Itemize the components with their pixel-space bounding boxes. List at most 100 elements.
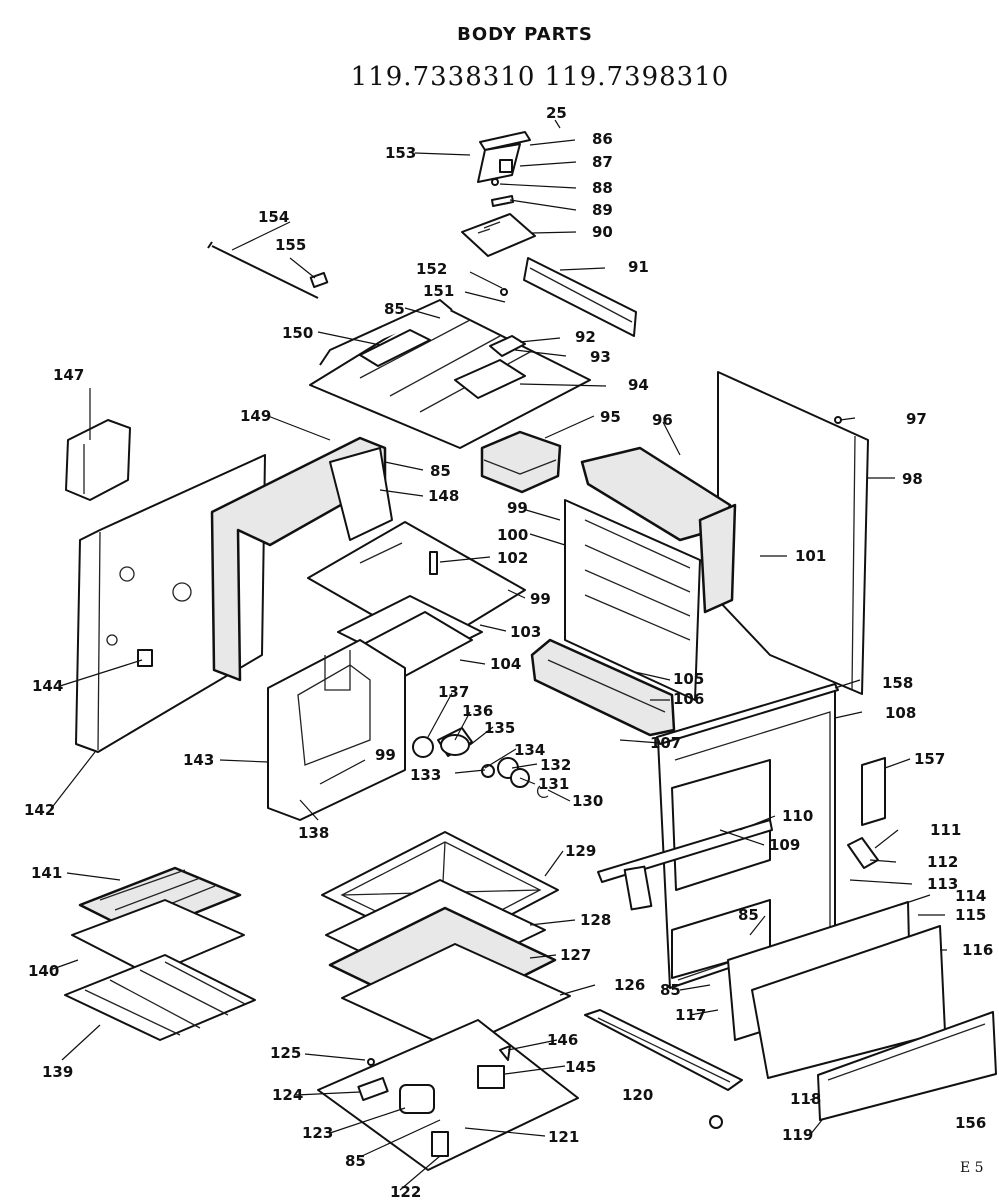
callout-90: 90 <box>592 223 613 241</box>
callout-155: 155 <box>275 236 306 254</box>
callout-87: 87 <box>592 153 613 171</box>
callout-138: 138 <box>298 824 329 842</box>
callout-114: 114 <box>955 887 986 905</box>
oven-door-frame <box>267 639 406 821</box>
callout-140: 140 <box>28 962 59 980</box>
callout-101: 101 <box>795 547 826 565</box>
callout-128: 128 <box>580 911 611 929</box>
callout-85-c: 85 <box>738 906 759 924</box>
callout-150: 150 <box>282 324 313 342</box>
callout-95: 95 <box>600 408 621 426</box>
callout-141: 141 <box>31 864 62 882</box>
control-knob-parts <box>412 727 549 799</box>
top-bracket-assembly <box>461 131 536 257</box>
callout-123: 123 <box>302 1124 333 1142</box>
callout-111: 111 <box>930 821 961 839</box>
callout-134: 134 <box>514 741 545 759</box>
page-mark: E 5 <box>960 1160 984 1176</box>
callout-126: 126 <box>614 976 645 994</box>
cooktop-panel <box>309 299 591 449</box>
callout-158: 158 <box>882 674 913 692</box>
callout-110: 110 <box>782 807 813 825</box>
upper-back-assembly <box>564 446 737 701</box>
heating-element-layers <box>325 879 571 1051</box>
model-numbers: 119.7338310 119.7398310 <box>351 62 730 92</box>
callout-118: 118 <box>790 1090 821 1108</box>
callout-124: 124 <box>272 1086 303 1104</box>
callout-129: 129 <box>565 842 596 860</box>
rod-and-clip <box>207 241 329 299</box>
hardware-screws <box>367 288 842 1129</box>
front-rail-left <box>597 819 773 911</box>
callout-99-a: 99 <box>507 499 528 517</box>
callout-85-e: 85 <box>345 1152 366 1170</box>
callout-148: 148 <box>428 487 459 505</box>
callout-91: 91 <box>628 258 649 276</box>
callout-106: 106 <box>673 690 704 708</box>
callout-25: 25 <box>546 104 567 122</box>
callout-93: 93 <box>590 348 611 366</box>
callout-115: 115 <box>955 906 986 924</box>
leader-lines <box>49 119 947 1191</box>
callout-157: 157 <box>914 750 945 768</box>
callout-100: 100 <box>497 526 528 544</box>
callout-153: 153 <box>385 144 416 162</box>
callout-147: 147 <box>53 366 84 384</box>
diagram-title: BODY PARTS <box>457 24 593 45</box>
callout-85-b: 85 <box>430 462 451 480</box>
callout-144: 144 <box>32 677 63 695</box>
callout-149: 149 <box>240 407 271 425</box>
callout-103: 103 <box>510 623 541 641</box>
callout-labels: 25 86 153 87 88 89 90 154 155 91 152 151… <box>24 104 993 1200</box>
vent-duct <box>329 447 393 541</box>
callout-152: 152 <box>416 260 447 278</box>
callout-109: 109 <box>769 836 800 854</box>
callout-113: 113 <box>927 875 958 893</box>
callout-108: 108 <box>885 704 916 722</box>
callout-102: 102 <box>497 549 528 567</box>
callout-92: 92 <box>575 328 596 346</box>
callout-142: 142 <box>24 801 55 819</box>
callout-105: 105 <box>673 670 704 688</box>
right-side-panel <box>717 371 869 695</box>
callout-116: 116 <box>962 941 993 959</box>
callout-139: 139 <box>42 1063 73 1081</box>
callout-136: 136 <box>462 702 493 720</box>
callout-125: 125 <box>270 1044 301 1062</box>
callout-119: 119 <box>782 1126 813 1144</box>
callout-117: 117 <box>675 1006 706 1024</box>
callout-99-b: 99 <box>530 590 551 608</box>
callout-88: 88 <box>592 179 613 197</box>
callout-127: 127 <box>560 946 591 964</box>
top-rail <box>523 257 637 337</box>
callout-143: 143 <box>183 751 214 769</box>
callout-112: 112 <box>927 853 958 871</box>
callout-120: 120 <box>622 1086 653 1104</box>
bottom-cross-rail <box>584 1009 743 1091</box>
callout-145: 145 <box>565 1058 596 1076</box>
callout-104: 104 <box>490 655 521 673</box>
callout-135: 135 <box>484 719 515 737</box>
callout-97: 97 <box>906 410 927 428</box>
callout-85-a: 85 <box>384 300 405 318</box>
callout-154: 154 <box>258 208 289 226</box>
callout-131: 131 <box>538 775 569 793</box>
callout-85-d: 85 <box>660 981 681 999</box>
callout-132: 132 <box>540 756 571 774</box>
callout-156: 156 <box>955 1114 986 1132</box>
broiler-rack-set <box>64 866 256 1041</box>
callout-107: 107 <box>650 734 681 752</box>
callout-99-c: 99 <box>375 746 396 764</box>
callout-146: 146 <box>547 1031 578 1049</box>
side-brackets <box>847 757 886 869</box>
callout-122: 122 <box>390 1183 421 1200</box>
side-trim-bracket <box>65 419 131 501</box>
callout-96: 96 <box>652 411 673 429</box>
drawer-parts <box>727 901 997 1121</box>
callout-94: 94 <box>628 376 649 394</box>
callout-130: 130 <box>572 792 603 810</box>
burner-box <box>480 430 562 494</box>
base-plate <box>317 1019 579 1171</box>
callout-137: 137 <box>438 683 469 701</box>
